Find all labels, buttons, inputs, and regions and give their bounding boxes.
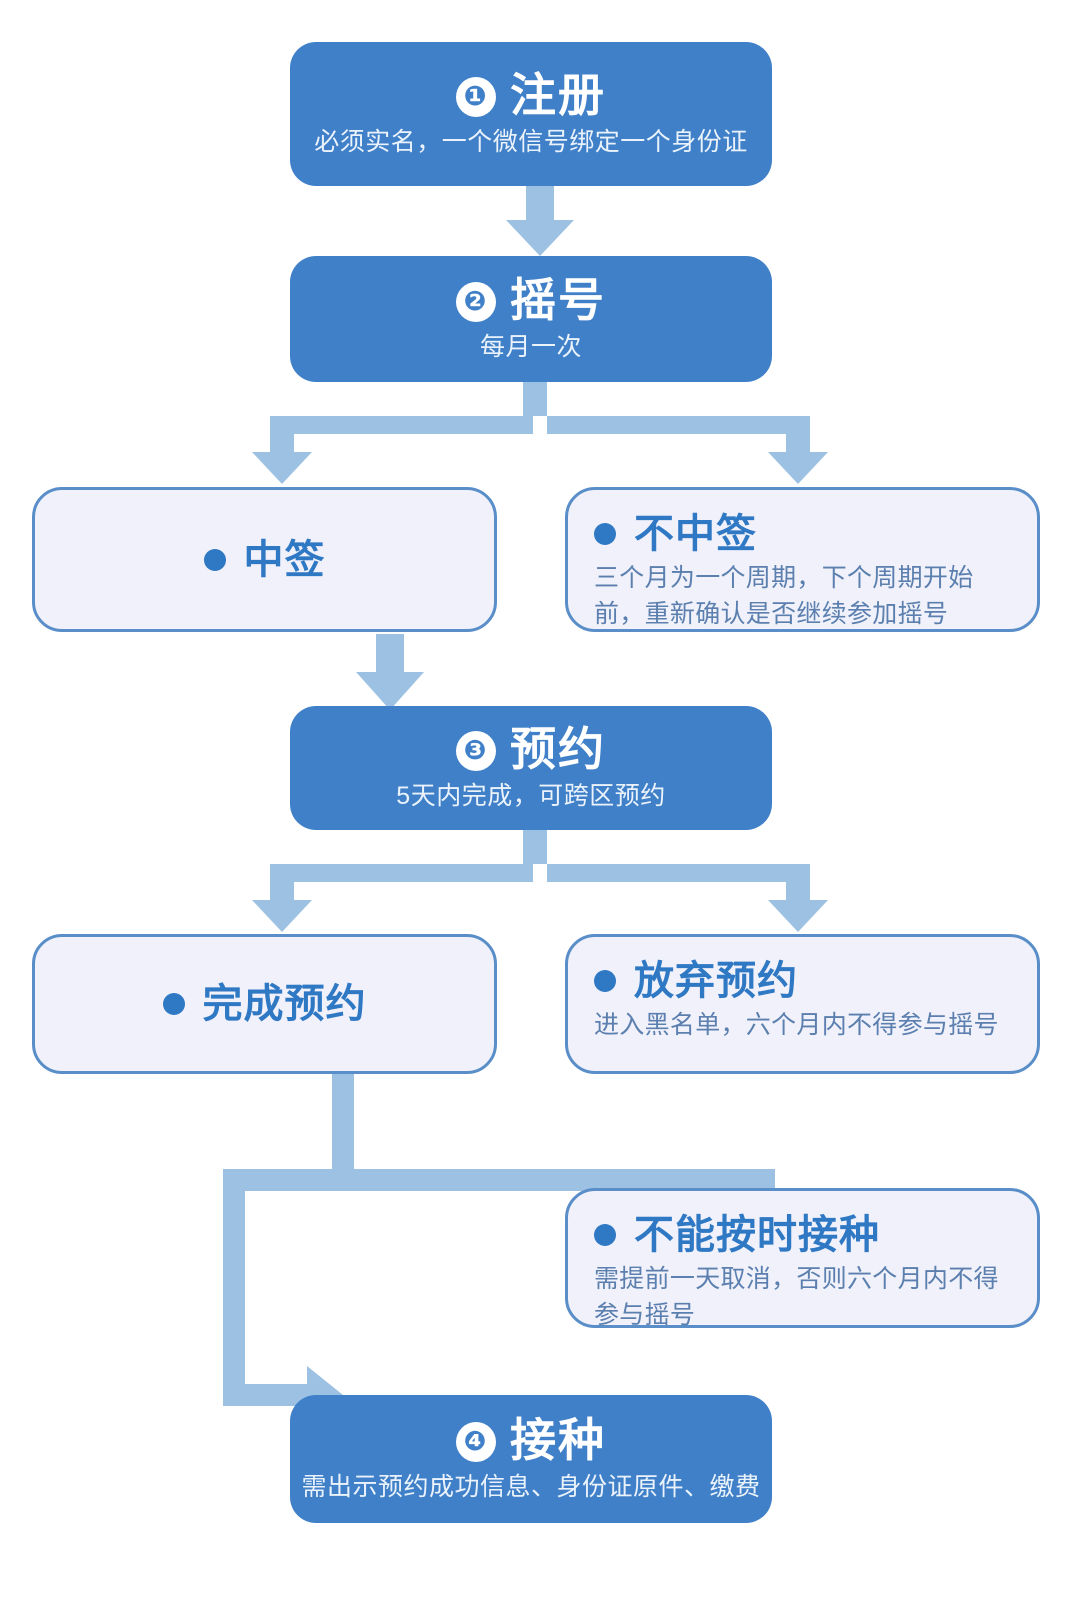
outcome-cannot-attend-body: 需提前一天取消，否则六个月内不得参与摇号 — [594, 1265, 999, 1330]
outcome-not-won-body: 三个月为一个周期，下个周期开始前，重新确认是否继续参加摇号 — [594, 564, 974, 629]
step-4-title-row: ❹ 接种 — [456, 1416, 606, 1464]
bullet-dot-icon — [203, 548, 226, 571]
step-1-register-box[interactable]: ❶ 注册 必须实名，一个微信号绑定一个身份证 — [290, 42, 772, 186]
outcome-appointment-done-head-row: 完成预约 — [162, 982, 367, 1026]
outcome-appointment-done-box[interactable]: 完成预约 — [32, 934, 497, 1074]
step-3-title: 预约 — [510, 722, 606, 775]
outcome-appointment-done-label: 完成预约 — [202, 982, 367, 1026]
step-1-subtitle: 必须实名，一个微信号绑定一个身份证 — [314, 128, 748, 157]
connector-step1-to-step2 — [506, 186, 574, 256]
connector-step3-split — [252, 828, 828, 932]
step-3-appointment-box[interactable]: ❸ 预约 5天内完成，可跨区预约 — [290, 706, 772, 830]
connector-won-to-step3 — [356, 634, 424, 710]
step-1-title-row: ❶ 注册 — [456, 71, 606, 119]
outcome-won-head-row: 中签 — [203, 537, 326, 582]
step-2-subtitle: 每月一次 — [479, 333, 582, 362]
step-3-subtitle: 5天内完成，可跨区预约 — [396, 782, 666, 811]
outcome-appointment-abandoned-body: 进入黑名单，六个月内不得参与摇号 — [594, 1011, 999, 1039]
bullet-dot-icon — [594, 970, 616, 992]
outcome-cannot-attend-box[interactable]: 不能按时接种 需提前一天取消，否则六个月内不得参与摇号 — [565, 1188, 1040, 1329]
connector-step2-split — [252, 380, 828, 484]
step-2-title: 摇号 — [510, 273, 606, 326]
outcome-won-box[interactable]: 中签 — [32, 487, 497, 632]
step-4-number: ❹ — [456, 1421, 496, 1462]
bullet-dot-icon — [594, 523, 616, 545]
outcome-cannot-attend-label: 不能按时接种 — [634, 1213, 880, 1257]
outcome-not-won-head-row: 不中签 — [594, 512, 1011, 556]
outcome-cannot-attend-head-row: 不能按时接种 — [594, 1213, 1011, 1257]
step-3-title-row: ❸ 预约 — [456, 725, 606, 773]
step-1-number: ❶ — [456, 76, 496, 117]
step-4-subtitle: 需出示预约成功信息、身份证原件、缴费 — [301, 1473, 761, 1502]
bullet-dot-icon — [162, 993, 185, 1015]
step-4-vaccination-box[interactable]: ❹ 接种 需出示预约成功信息、身份证原件、缴费 — [290, 1395, 772, 1523]
outcome-appointment-abandoned-box[interactable]: 放弃预约 进入黑名单，六个月内不得参与摇号 — [565, 934, 1040, 1074]
bullet-dot-icon — [594, 1224, 616, 1246]
step-2-title-row: ❷ 摇号 — [456, 276, 606, 324]
step-1-title: 注册 — [510, 68, 606, 121]
step-3-number: ❸ — [456, 730, 496, 771]
outcome-not-won-box[interactable]: 不中签 三个月为一个周期，下个周期开始前，重新确认是否继续参加摇号 — [565, 487, 1040, 632]
outcome-appointment-abandoned-head-row: 放弃预约 — [594, 959, 1011, 1003]
outcome-not-won-label: 不中签 — [634, 512, 757, 556]
outcome-appointment-abandoned-label: 放弃预约 — [634, 959, 798, 1003]
step-4-title: 接种 — [510, 1413, 606, 1466]
step-2-number: ❷ — [456, 281, 496, 322]
step-2-lottery-box[interactable]: ❷ 摇号 每月一次 — [290, 256, 772, 382]
outcome-won-label: 中签 — [243, 537, 326, 582]
